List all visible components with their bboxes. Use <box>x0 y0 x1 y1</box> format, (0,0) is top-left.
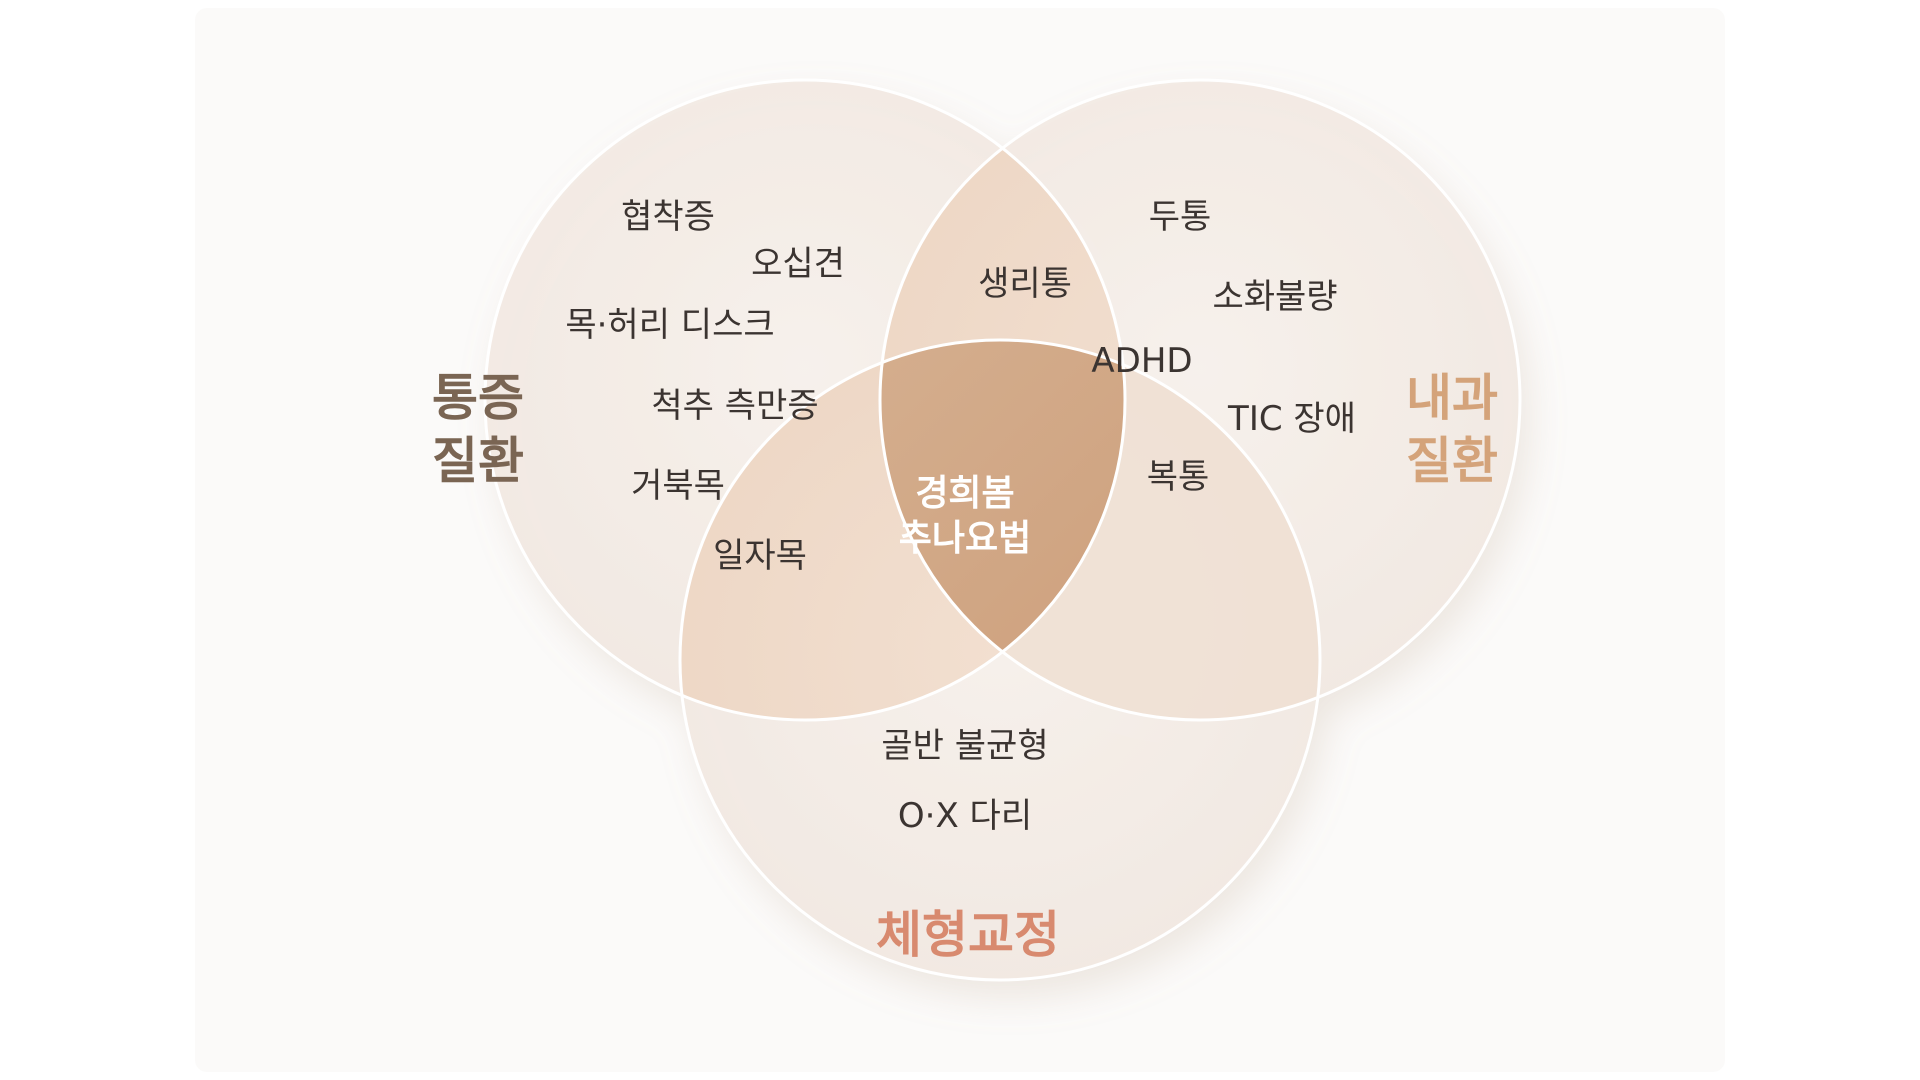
pain-circle-outline <box>483 78 1127 722</box>
posture-circle-outline <box>678 338 1322 982</box>
posture-category-label: 체형교정 <box>876 906 1060 964</box>
pain-category-label-line2: 질환 <box>432 432 524 490</box>
item-scoliosis: 척추 측만증 <box>651 386 818 426</box>
item-menstrual-pain: 생리통 <box>978 264 1072 304</box>
item-stenosis: 협착증 <box>621 197 715 237</box>
item-frozen-shoulder: 오십견 <box>751 244 845 284</box>
item-straight-neck: 일자목 <box>713 536 807 576</box>
item-neck-back-disc: 목·허리 디스크 <box>565 305 774 345</box>
pain-category-label-line1: 통증 <box>432 369 524 427</box>
center-label-line2: 추나요법 <box>899 518 1031 559</box>
internal-category-label-line2: 질환 <box>1406 432 1498 490</box>
item-adhd: ADHD <box>1091 341 1192 381</box>
item-ox-legs: O·X 다리 <box>898 796 1032 836</box>
internal-category-label-line1: 내과 <box>1406 369 1498 427</box>
item-indigestion: 소화불량 <box>1212 277 1337 317</box>
item-pelvic-imbalance: 골반 불균형 <box>881 726 1048 766</box>
item-abdominal-pain: 복통 <box>1147 457 1210 497</box>
center-label-line1: 경희봄 <box>915 473 1014 514</box>
item-headache: 두통 <box>1149 197 1212 237</box>
internal-circle-outline <box>878 78 1522 722</box>
item-tic-disorder: TIC 장애 <box>1227 399 1356 439</box>
item-turtle-neck: 거북목 <box>631 466 725 506</box>
